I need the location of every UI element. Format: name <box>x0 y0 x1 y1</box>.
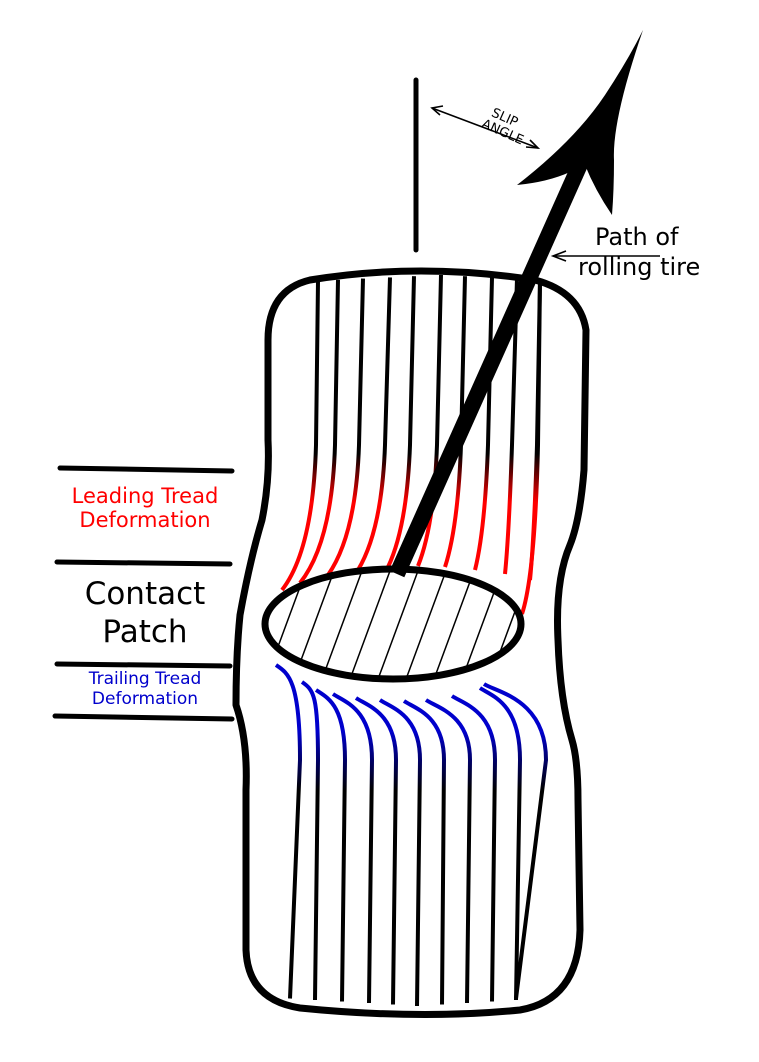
leading-tread-lines <box>280 274 542 615</box>
leading-tread-line <box>386 276 416 568</box>
divider-top <box>57 465 235 474</box>
trailing-label-line2: Deformation <box>91 688 199 709</box>
divider-leading-contact <box>54 559 233 567</box>
trailing-tread-line <box>274 663 303 999</box>
trailing-tread-line <box>300 680 321 1001</box>
trailing-tread-line <box>478 686 523 1001</box>
trailing-tread-line <box>354 696 399 1005</box>
leading-tread-line <box>473 277 494 571</box>
trailing-tread-line <box>378 698 423 1007</box>
trailing-tread-line <box>450 694 498 1002</box>
leading-label-line2: Deformation <box>79 508 211 533</box>
leading-label-line1: Leading Tread <box>71 484 219 508</box>
path-label-line2: rolling tire <box>578 253 701 281</box>
leading-tread-line <box>356 277 392 572</box>
leading-tread-line <box>326 278 365 577</box>
contact-label-line1: Contact <box>84 576 206 612</box>
contact-patch-label: Contact Patch <box>50 576 240 652</box>
hatch-line <box>345 569 395 679</box>
leading-tread-deformation-label: Leading Tread Deformation <box>50 484 240 532</box>
trailing-tread-line <box>482 682 549 999</box>
path-label-line1: Path of <box>595 223 679 251</box>
trailing-tread-deformation-label: Trailing Tread Deformation <box>50 669 240 709</box>
leading-tread-line <box>503 278 519 575</box>
leading-tread-line <box>520 280 542 615</box>
path-arrow-shaft <box>389 156 590 578</box>
tire-outline <box>232 267 590 1019</box>
hatch-line <box>401 569 451 679</box>
path-arrow-head <box>517 30 643 215</box>
leading-tread-line <box>280 280 320 592</box>
divider-contact-trailing <box>54 661 233 669</box>
trailing-tread-line <box>402 699 447 1005</box>
trailing-tread-line <box>314 688 348 1002</box>
contact-label-line2: Patch <box>102 613 188 650</box>
hatch-line <box>373 569 423 679</box>
leading-tread-line <box>298 279 340 585</box>
path-of-rolling-tire-label: Path of rolling tire <box>578 222 758 282</box>
trailing-tread-line <box>424 698 473 1004</box>
divider-bottom <box>52 713 235 722</box>
contact-patch <box>265 569 521 679</box>
trailing-tread-lines <box>274 663 549 1007</box>
leading-tread-line <box>443 276 467 568</box>
trailing-tread-line <box>331 692 375 1004</box>
path-label-arrow <box>550 250 660 262</box>
slip-angle-arrow <box>430 105 541 149</box>
trailing-label-line1: Trailing Tread <box>88 669 202 689</box>
